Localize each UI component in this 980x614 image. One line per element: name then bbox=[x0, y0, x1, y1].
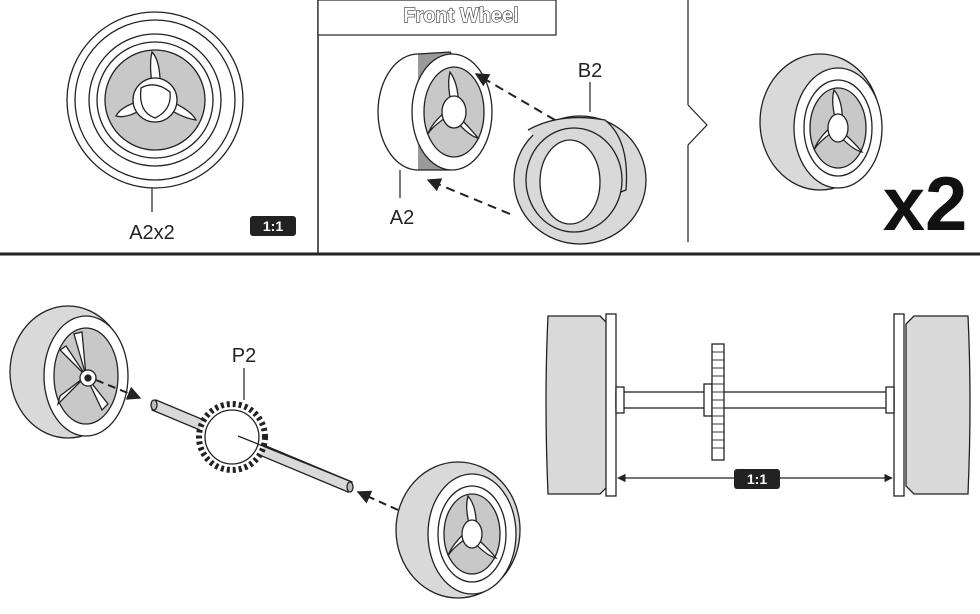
scale-badge-1: 1:1 bbox=[250, 216, 296, 236]
assembly-arrow-bottom bbox=[426, 178, 511, 215]
right-wheel-arrow bbox=[356, 490, 399, 511]
axle-assembly-side-view bbox=[545, 313, 971, 497]
step1-frame bbox=[0, 0, 980, 256]
assembly-arrow-top bbox=[474, 73, 556, 121]
title-box: Front Wheel bbox=[317, 0, 557, 36]
left-wheel-exploded bbox=[9, 305, 129, 439]
step-title: Front Wheel bbox=[403, 5, 519, 27]
hub-front-view bbox=[66, 11, 244, 189]
rim-with-tire-side bbox=[377, 51, 493, 171]
left-wheel-arrow bbox=[95, 379, 142, 400]
tire-b2 bbox=[513, 115, 647, 245]
quantity-label: x2 bbox=[883, 162, 968, 247]
completed-front-wheel bbox=[759, 53, 883, 191]
gear-p2 bbox=[196, 401, 353, 483]
hub-part-label: A2x2 bbox=[129, 222, 175, 244]
tire-part-label: B2 bbox=[578, 60, 602, 82]
scale-badge-text-1: 1:1 bbox=[263, 218, 283, 234]
gear-part-label: P2 bbox=[232, 345, 256, 367]
scale-badge-2: 1:1 bbox=[734, 469, 780, 489]
gear-teeth-side bbox=[712, 351, 724, 449]
rim-part-label: A2 bbox=[390, 207, 414, 229]
scale-badge-text-2: 1:1 bbox=[747, 471, 767, 487]
right-wheel-exploded bbox=[395, 461, 521, 599]
